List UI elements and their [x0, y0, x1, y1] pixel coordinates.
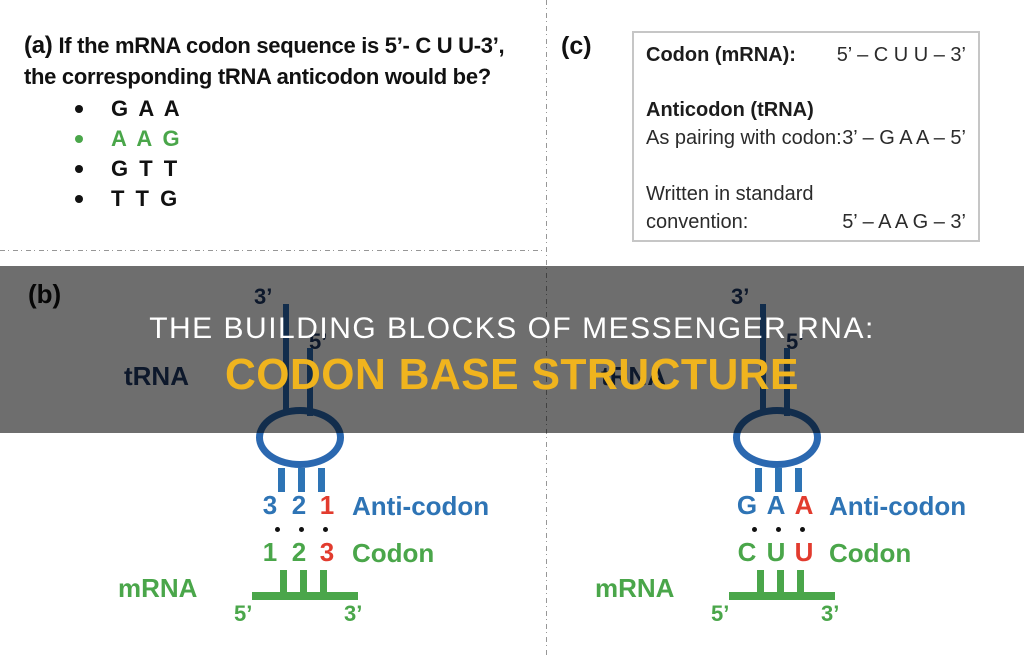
bullet-icon — [75, 165, 83, 173]
option-text: G A A — [111, 96, 183, 121]
base-pair-dot — [776, 527, 781, 532]
codon-mrna-label: Codon (mRNA): — [646, 44, 796, 66]
answer-options: G A A A A G G T T T T G — [75, 94, 182, 214]
question-line-1: (a)If the mRNA codon sequence is 5’- C U… — [24, 30, 549, 61]
mrna-base-tick — [777, 570, 784, 593]
codon-label: Codon — [352, 538, 435, 568]
codon-label: Codon — [829, 538, 912, 568]
anticodon-label: Anti-codon — [829, 491, 967, 521]
mrna-base-tick — [757, 570, 764, 593]
base-pair-dot — [275, 527, 280, 532]
option-gaa: G A A — [75, 94, 182, 124]
mrna-base-tick — [797, 570, 804, 593]
codon-position-2: 2 — [291, 537, 307, 567]
mrna-strand-line — [729, 592, 835, 600]
question-line-2: the corresponding tRNA anticodon would b… — [24, 64, 491, 89]
base-pair-dot — [299, 527, 304, 532]
panel-c-box: Codon (mRNA): 5’ – C U U – 3’ Anticodon … — [632, 31, 980, 242]
bullet-icon — [75, 135, 83, 143]
option-gtt: G T T — [75, 154, 182, 184]
mrna-base-tick — [280, 570, 287, 593]
mrna-strand-line — [252, 592, 358, 600]
anticodon-prong — [318, 468, 325, 492]
anticodon-position-2: 2 — [291, 490, 307, 520]
base-pair-dot — [800, 527, 805, 532]
banner-title-line2: CODON BASE STRUCTURE — [224, 350, 800, 399]
option-text: G T T — [111, 156, 180, 181]
mrna-label: mRNA — [595, 573, 675, 603]
anticodon-prong — [278, 468, 285, 492]
codon-position-3: 3 — [319, 537, 335, 567]
anticodon-prong — [755, 468, 762, 492]
mrna-base-tick — [300, 570, 307, 593]
anticodon-base-A2: A — [794, 490, 814, 520]
mrna-three-prime-label: 3’ — [344, 601, 363, 626]
codon-mrna-value: 5’ – C U U – 3’ — [836, 44, 966, 66]
standard-convention-line2: convention: — [646, 211, 749, 233]
anticodon-base-A: A — [766, 490, 786, 520]
option-ttg: T T G — [75, 184, 182, 214]
panel-c-label: (c) — [561, 32, 592, 60]
mrna-three-prime-label: 3’ — [821, 601, 840, 626]
mrna-five-prime-label: 5’ — [711, 601, 730, 626]
pairing-label: As pairing with codon: — [646, 127, 842, 149]
codon-base-C: C — [737, 537, 757, 567]
panel-a-label: (a) — [24, 32, 53, 59]
mrna-five-prime-label: 5’ — [234, 601, 253, 626]
standard-convention-line1: Written in standard — [646, 183, 814, 205]
option-aag-correct: A A G — [75, 124, 182, 154]
question-text-1: If the mRNA codon sequence is 5’- C U U-… — [58, 33, 505, 58]
pairing-value: 3’ – G A A – 5’ — [842, 127, 966, 149]
bullet-icon — [75, 105, 83, 113]
anticodon-prong — [795, 468, 802, 492]
anticodon-prong — [298, 468, 305, 492]
title-banner-overlay — [0, 266, 1024, 433]
option-text: T T G — [111, 186, 180, 211]
codon-position-1: 1 — [262, 537, 278, 567]
base-pair-dot — [323, 527, 328, 532]
mrna-label: mRNA — [118, 573, 198, 603]
base-pair-dot — [752, 527, 757, 532]
anticodon-label: Anti-codon — [352, 491, 490, 521]
mrna-base-tick — [320, 570, 327, 593]
bullet-icon — [75, 195, 83, 203]
anticodon-trna-label: Anticodon (tRNA) — [646, 99, 814, 121]
panel-a: (a)If the mRNA codon sequence is 5’- C U… — [24, 30, 549, 211]
anticodon-position-3: 3 — [262, 490, 278, 520]
anticodon-prong — [775, 468, 782, 492]
banner-title-line1: THE BUILDING BLOCKS OF MESSENGER RNA: — [149, 312, 875, 345]
anticodon-base-G: G — [736, 490, 758, 520]
codon-base-U2: U — [794, 537, 814, 567]
horizontal-divider-line — [0, 250, 546, 251]
option-text: A A G — [111, 126, 183, 151]
anticodon-position-1: 1 — [319, 490, 335, 520]
standard-convention-value: 5’ – A A G – 3’ — [842, 211, 966, 233]
codon-base-U: U — [766, 537, 786, 567]
